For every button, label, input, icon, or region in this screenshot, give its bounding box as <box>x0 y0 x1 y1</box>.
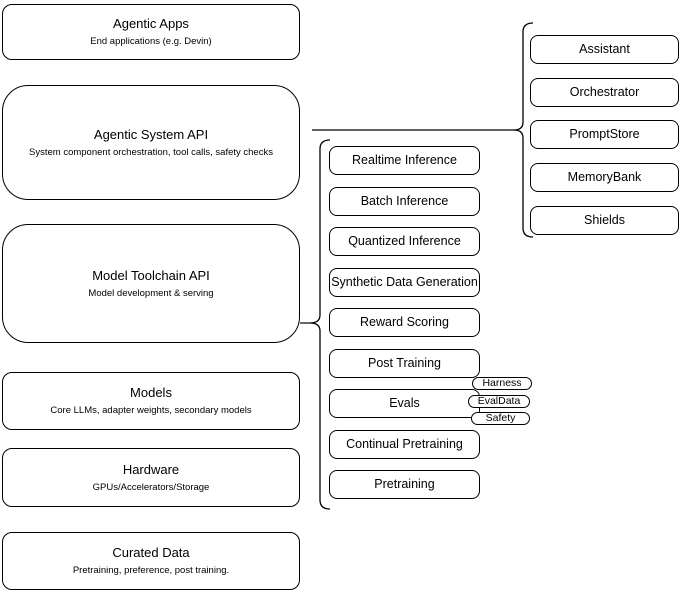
box-subtitle: System component orchestration, tool cal… <box>29 146 273 158</box>
box-reward-scoring: Reward Scoring <box>329 308 480 337</box>
box-title: Models <box>130 385 172 401</box>
box-hardware: Hardware GPUs/Accelerators/Storage <box>2 448 300 507</box>
box-continual-pretraining: Continual Pretraining <box>329 430 480 459</box>
box-assistant: Assistant <box>530 35 679 64</box>
box-label: Synthetic Data Generation <box>331 275 478 290</box>
box-realtime-inference: Realtime Inference <box>329 146 480 175</box>
box-label: Reward Scoring <box>360 315 449 330</box>
box-quantized-inference: Quantized Inference <box>329 227 480 256</box>
box-label: Assistant <box>579 42 630 57</box>
box-title: Agentic Apps <box>113 16 189 32</box>
system-components-brace <box>513 22 534 238</box>
box-label: PromptStore <box>569 127 640 142</box>
box-label: Orchestrator <box>569 85 640 100</box>
box-curated-data: Curated Data Pretraining, preference, po… <box>2 532 300 590</box>
pill-label: Safety <box>485 412 516 425</box>
pill-label: Harness <box>482 377 522 390</box>
pill-evaldata: EvalData <box>468 395 530 408</box>
box-pretraining: Pretraining <box>329 470 480 499</box>
box-label: Evals <box>389 396 420 411</box>
box-memorybank: MemoryBank <box>530 163 679 192</box>
box-batch-inference: Batch Inference <box>329 187 480 216</box>
pill-harness: Harness <box>472 377 532 390</box>
box-promptstore: PromptStore <box>530 120 679 149</box>
box-label: Post Training <box>368 356 441 371</box>
box-orchestrator: Orchestrator <box>530 78 679 107</box>
box-subtitle: End applications (e.g. Devin) <box>90 36 212 48</box>
box-subtitle: Core LLMs, adapter weights, secondary mo… <box>50 405 252 417</box>
box-synthetic-data-generation: Synthetic Data Generation <box>329 268 480 297</box>
box-label: Shields <box>584 213 625 228</box>
box-title: Hardware <box>122 461 180 477</box>
box-agentic-system-api: Agentic System API System component orch… <box>2 85 300 200</box>
box-title: Curated Data <box>112 545 190 561</box>
box-shields: Shields <box>530 206 679 235</box>
box-subtitle: Model development & serving <box>88 287 214 299</box>
box-subtitle: Pretraining, preference, post training. <box>72 565 230 577</box>
toolchain-group-brace <box>309 139 331 510</box>
box-title: Agentic System API <box>93 126 209 142</box>
box-label: Continual Pretraining <box>346 437 463 452</box>
box-models: Models Core LLMs, adapter weights, secon… <box>2 372 300 430</box>
box-title: Model Toolchain API <box>92 267 210 283</box>
box-label: Batch Inference <box>360 194 449 209</box>
box-label: Realtime Inference <box>352 153 457 168</box>
box-model-toolchain-api: Model Toolchain API Model development & … <box>2 224 300 343</box>
box-label: Pretraining <box>374 477 435 492</box>
box-subtitle: GPUs/Accelerators/Storage <box>92 481 210 493</box>
box-evals: Evals <box>329 389 480 418</box>
box-label: MemoryBank <box>567 170 642 185</box>
box-post-training: Post Training <box>329 349 480 378</box>
box-label: Quantized Inference <box>348 234 461 249</box>
pill-label: EvalData <box>477 395 521 408</box>
box-agentic-apps: Agentic Apps End applications (e.g. Devi… <box>2 4 300 60</box>
pill-safety: Safety <box>471 412 530 425</box>
